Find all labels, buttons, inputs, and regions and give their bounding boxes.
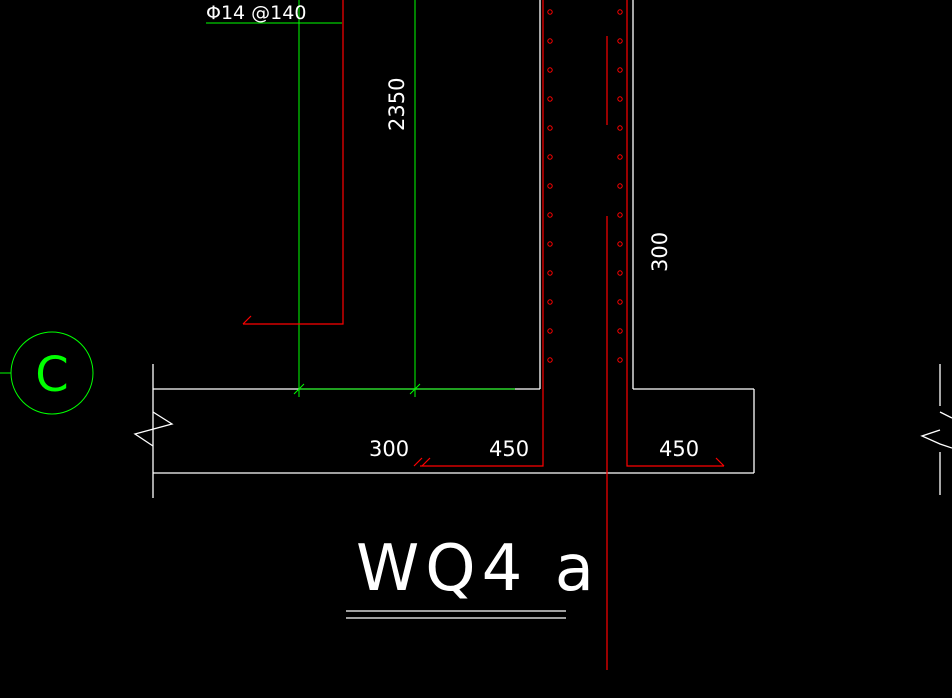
rebar-wall-right (626, 0, 724, 467)
rebar-hook-upper (243, 0, 344, 325)
rebar-dot (547, 328, 553, 334)
rebar-dot (547, 67, 553, 73)
axis-label: C (35, 347, 69, 403)
rebar-dot (547, 9, 553, 15)
rebar-dot (547, 38, 553, 44)
rebar-wall-left (420, 0, 544, 467)
rebar-dot (617, 38, 623, 44)
rebar-dot (547, 183, 553, 189)
dim-base-left-label: 300 (369, 437, 409, 461)
dim-toe-right-label: 450 (659, 437, 699, 461)
rebar-wall-right-hook (715, 457, 725, 467)
rebar-dots (547, 9, 623, 363)
detail-title-underline (346, 610, 566, 619)
rebar-dot (547, 125, 553, 131)
rebar-dot (617, 183, 623, 189)
dim-toe-left-label: 450 (489, 437, 529, 461)
rebar-dot (547, 212, 553, 218)
break-line-left (133, 411, 174, 447)
rebar-wall-left-hook-2 (421, 457, 431, 467)
rebar-dot (617, 67, 623, 73)
dimension-lines (0, 0, 515, 415)
break-line-right (939, 411, 952, 419)
rebar-dot (617, 154, 623, 160)
dim-tick-2 (409, 383, 421, 395)
rebar-dot (617, 125, 623, 131)
break-line-right-2 (920, 429, 952, 449)
dim-wall-height-label: 2350 (385, 78, 409, 131)
dim-wall-thickness-label: 300 (648, 232, 672, 272)
rebar-dot (617, 270, 623, 276)
rebar-spec-label: Φ14 @140 (206, 2, 306, 24)
rebar-dot (617, 9, 623, 15)
rebar-dot (547, 154, 553, 160)
rebar-dot (617, 212, 623, 218)
rebar-dot (547, 270, 553, 276)
rebar-hook-upper-end (242, 315, 252, 325)
detail-title: WQ4 a (356, 532, 600, 606)
rebar-dot (617, 357, 623, 363)
rebar-dot (547, 96, 553, 102)
rebar-dot (617, 241, 623, 247)
rebar-dot (547, 241, 553, 247)
rebar-dot (617, 328, 623, 334)
rebar-dot (617, 299, 623, 305)
rebar-lines (242, 0, 725, 670)
rebar-dot (547, 299, 553, 305)
rebar-dot (617, 96, 623, 102)
rebar-dot (547, 357, 553, 363)
rebar-wall-left-hook-1 (413, 457, 423, 467)
dim-tick-1 (293, 383, 305, 395)
